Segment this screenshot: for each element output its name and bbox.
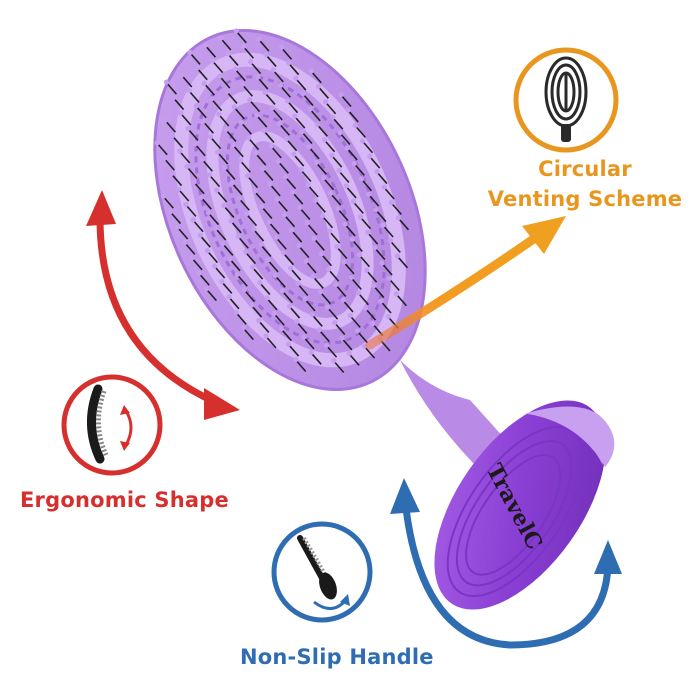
- hairbrush: TravelC: [153, 28, 615, 610]
- venting-label-line1: Circular: [538, 157, 632, 181]
- ergonomic-arrow: [86, 190, 240, 420]
- brush-head: [153, 28, 427, 392]
- brush-handle: TravelC: [400, 360, 615, 610]
- ergonomic-label: Ergonomic Shape: [20, 488, 229, 512]
- venting-label-line2: Venting Scheme: [487, 187, 683, 211]
- bristles: [154, 28, 410, 374]
- grip-brush-icon: [271, 521, 373, 623]
- handle-label: Non-Slip Handle: [240, 645, 434, 669]
- venting-label: Circular Venting Scheme: [470, 154, 700, 214]
- curved-brush-icon: [61, 374, 163, 476]
- handle-arrow: [390, 478, 622, 649]
- venting-arrow: [365, 216, 566, 350]
- oval-vent-brush-icon: [513, 47, 619, 153]
